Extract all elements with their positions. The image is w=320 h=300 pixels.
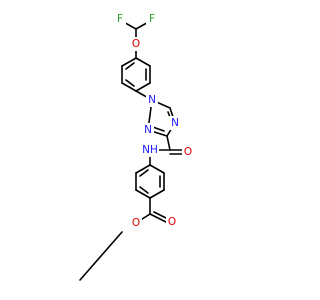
triazole-nitrogen-atom: N bbox=[169, 116, 181, 130]
bond bbox=[135, 82, 151, 92]
fluorine-atom: F bbox=[114, 12, 126, 26]
oxygen-label: O bbox=[184, 146, 192, 158]
molecule-structure: F F O N N N O NH bbox=[79, 12, 194, 281]
bond bbox=[107, 231, 123, 249]
bond bbox=[121, 57, 137, 67]
bond bbox=[135, 189, 151, 199]
bond bbox=[149, 164, 165, 174]
fluorine-label: F bbox=[117, 13, 123, 25]
fluorine-atom: F bbox=[146, 12, 158, 26]
bond bbox=[125, 79, 135, 87]
bond bbox=[166, 135, 171, 151]
oxygen-label: O bbox=[168, 216, 176, 228]
oxygen-label: O bbox=[132, 38, 140, 50]
bond bbox=[149, 189, 165, 199]
bond bbox=[121, 82, 137, 92]
fluorine-label: F bbox=[149, 13, 155, 25]
bond bbox=[125, 62, 135, 70]
nitrogen-label: N bbox=[171, 117, 179, 129]
triazole-nitrogen-atom: N bbox=[142, 123, 154, 137]
amide-nh-label: NH bbox=[142, 144, 158, 156]
ester-carbonyl-oxygen-atom: O bbox=[166, 215, 178, 229]
bond bbox=[139, 169, 149, 177]
oxygen-label: O bbox=[132, 217, 140, 229]
bond bbox=[149, 213, 169, 224]
amide-nh-group: NH bbox=[141, 143, 159, 157]
bond bbox=[135, 57, 151, 67]
bond-layer bbox=[79, 19, 189, 281]
nitrogen-label: N bbox=[144, 124, 152, 136]
nitrogen-label: N bbox=[148, 94, 156, 106]
bond bbox=[135, 164, 151, 174]
bond bbox=[139, 186, 149, 194]
bond bbox=[79, 263, 95, 281]
carbonyl-oxygen-atom: O bbox=[182, 145, 194, 159]
ether-oxygen-atom: O bbox=[130, 37, 142, 51]
triazole-nitrogen-atom: N bbox=[146, 93, 158, 107]
ester-oxygen-atom: O bbox=[130, 216, 142, 230]
bond bbox=[93, 247, 109, 265]
atom-layer: F F O N N N O NH bbox=[114, 12, 194, 230]
